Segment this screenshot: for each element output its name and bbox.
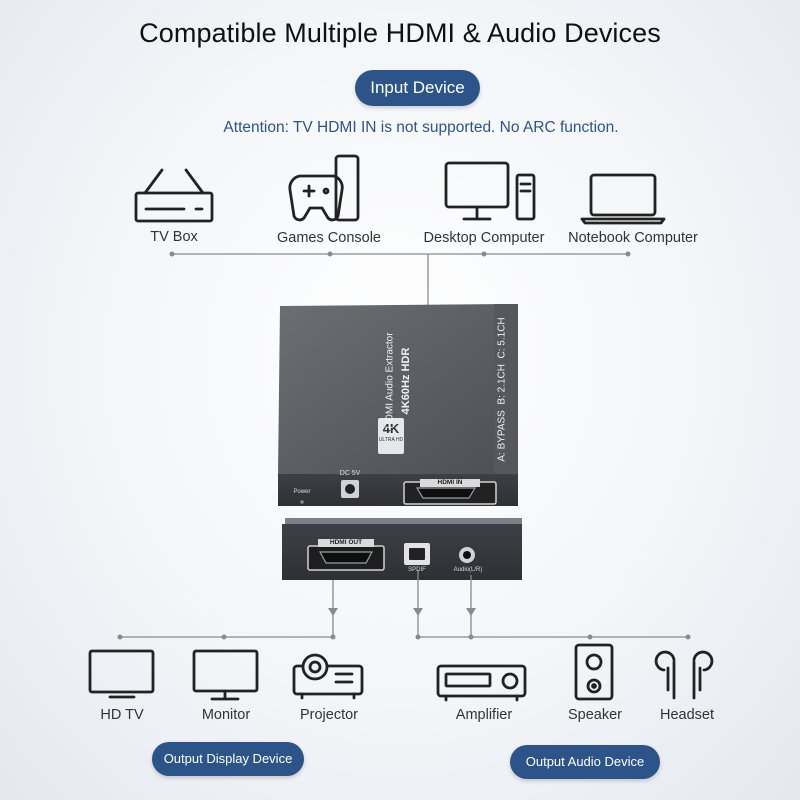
device-label-tv-box: TV Box bbox=[150, 229, 198, 245]
badge-ultra-hd: ULTRA HD bbox=[378, 437, 404, 443]
device-label-games-console: Games Console bbox=[277, 230, 381, 246]
device-label-notebook-computer: Notebook Computer bbox=[568, 230, 698, 246]
device-label-projector: Projector bbox=[299, 707, 359, 723]
audio-lr-label: Audio(L/R) bbox=[453, 567, 483, 573]
device-label-monitor: Monitor bbox=[201, 707, 251, 723]
notebook-computer-icon bbox=[580, 173, 666, 225]
device-label-hd-tv: HD TV bbox=[100, 707, 144, 723]
games-console-icon bbox=[288, 154, 360, 222]
headset-icon bbox=[654, 650, 714, 700]
output-audio-bus bbox=[413, 570, 691, 640]
input-device-pill: Input Device bbox=[355, 70, 480, 106]
monitor-icon bbox=[192, 649, 259, 701]
page-title: Compatible Multiple HDMI & Audio Devices bbox=[139, 18, 661, 48]
device-label-desktop-computer: Desktop Computer bbox=[423, 230, 545, 246]
desktop-computer-icon bbox=[444, 161, 536, 221]
hdmi-in-label: HDMI IN bbox=[420, 479, 480, 487]
device-label-amplifier: Amplifier bbox=[455, 707, 513, 723]
hd-tv-icon bbox=[88, 649, 155, 699]
mode-legend: A: BYPASS B: 2.1CH C: 5.1CH bbox=[496, 317, 508, 462]
projector-icon bbox=[292, 653, 364, 700]
hdmi-audio-extractor-device bbox=[278, 304, 522, 580]
hdmi-out-label: HDMI OUT bbox=[318, 539, 374, 547]
output-display-bus bbox=[117, 580, 338, 640]
dc-5v-label: DC 5V bbox=[339, 470, 361, 477]
output-audio-device-pill: Output Audio Device bbox=[510, 745, 660, 779]
speaker-icon bbox=[574, 643, 614, 701]
badge-4k: 4K bbox=[382, 421, 400, 436]
product-spec: 4K60Hz HDR bbox=[400, 347, 412, 415]
output-display-device-pill: Output Display Device bbox=[152, 742, 304, 776]
power-label: Power bbox=[293, 489, 311, 495]
product-name: HDMI Audio Extractor bbox=[384, 332, 396, 429]
spdif-label: SPDIF bbox=[408, 567, 426, 573]
device-label-speaker: Speaker bbox=[567, 707, 622, 723]
attention-note: Attention: TV HDMI IN is not supported. … bbox=[223, 119, 619, 136]
tv-box-icon bbox=[134, 168, 214, 223]
amplifier-icon bbox=[436, 664, 527, 702]
device-label-headset: Headset bbox=[659, 707, 714, 723]
